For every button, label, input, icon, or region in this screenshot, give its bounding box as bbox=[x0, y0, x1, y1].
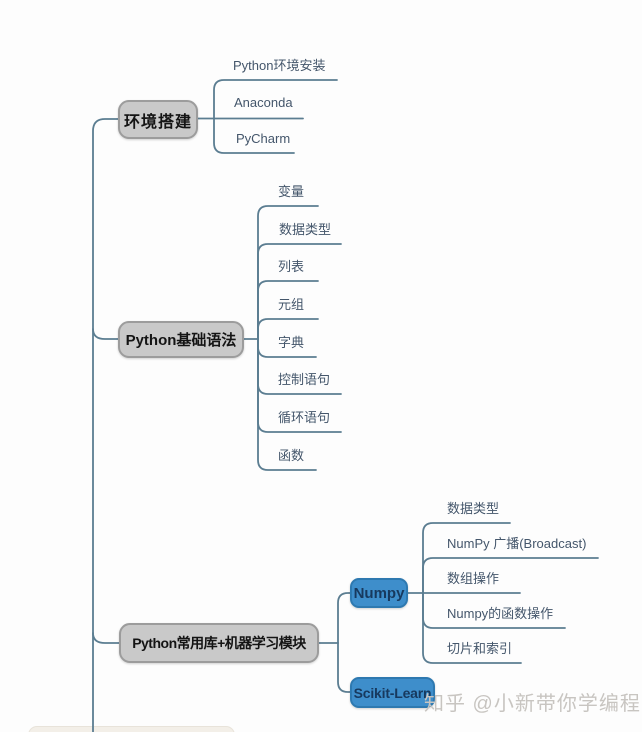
subtopic-anaconda[interactable]: Anaconda bbox=[234, 95, 293, 110]
connector-line bbox=[213, 79, 338, 119]
connector-line bbox=[422, 522, 511, 594]
subtopic-pycharm[interactable]: PyCharm bbox=[236, 131, 291, 146]
subtopic-numpy-broadcast[interactable]: NumPy 广播(Broadcast) bbox=[447, 536, 587, 551]
subtopic-list[interactable]: 列表 bbox=[278, 259, 305, 274]
topic-numpy[interactable]: Numpy bbox=[350, 578, 408, 608]
connector-line bbox=[92, 328, 119, 340]
connector-line bbox=[337, 592, 351, 644]
connector-line bbox=[213, 118, 295, 154]
connector-line bbox=[257, 280, 319, 340]
subtopic-control-statements[interactable]: 控制语句 bbox=[278, 372, 331, 387]
subtopic-functions[interactable]: 函数 bbox=[278, 448, 305, 463]
connector-line bbox=[92, 632, 121, 644]
connector-line bbox=[257, 243, 342, 340]
subtopic-variables[interactable]: 变量 bbox=[278, 184, 305, 199]
connector-line bbox=[422, 557, 599, 594]
connector-line bbox=[92, 118, 119, 732]
subtopic-loop-statements[interactable]: 循环语句 bbox=[278, 410, 331, 425]
topic-python-libs-ml[interactable]: Python常用库+机器学习模块 bbox=[119, 623, 319, 663]
connector-line bbox=[422, 592, 522, 664]
connector-line bbox=[257, 205, 319, 340]
subtopic-array-operations[interactable]: 数组操作 bbox=[447, 571, 500, 586]
topic-env-setup[interactable]: 环境搭建 bbox=[118, 100, 198, 139]
connector-line bbox=[257, 318, 319, 340]
subtopic-slicing-indexing[interactable]: 切片和索引 bbox=[447, 641, 513, 656]
connector-line bbox=[257, 338, 317, 471]
topic-python-basics[interactable]: Python基础语法 bbox=[118, 321, 244, 358]
subtopic-data-types[interactable]: 数据类型 bbox=[279, 222, 332, 237]
subtopic-numpy-data-types[interactable]: 数据类型 bbox=[447, 501, 500, 516]
subtopic-numpy-function-ops[interactable]: Numpy的函数操作 bbox=[447, 606, 554, 621]
topic-scikit-learn[interactable]: Scikit-Learn bbox=[350, 677, 435, 708]
subtopic-tuple[interactable]: 元组 bbox=[278, 297, 305, 312]
subtopic-dict[interactable]: 字典 bbox=[278, 335, 305, 350]
watermark: 知乎 @小新带你学编程 bbox=[424, 693, 641, 715]
subtopic-python-env-install[interactable]: Python环境安装 bbox=[233, 58, 326, 73]
connector-line bbox=[337, 642, 351, 693]
